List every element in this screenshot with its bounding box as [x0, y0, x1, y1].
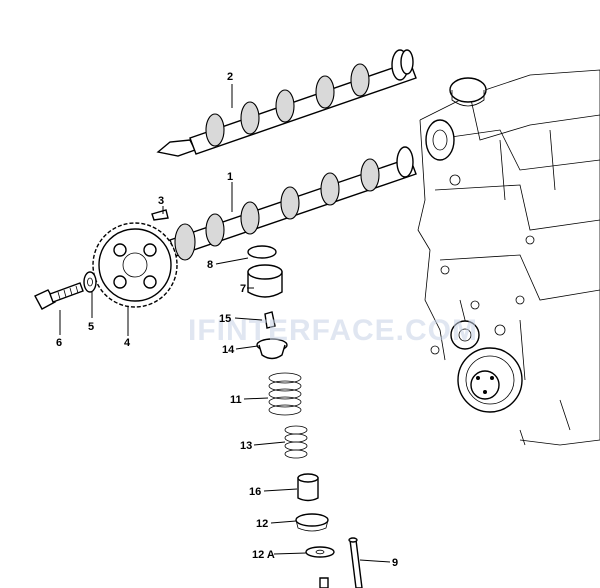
block-sprocket-drawing: [450, 320, 480, 350]
camshaft-sprocket-drawing: [92, 222, 178, 308]
callout-16: 16: [249, 486, 261, 498]
callout-11: 11: [230, 394, 242, 406]
callout-9: 9: [392, 557, 398, 569]
woodruff-key-drawing: [151, 209, 169, 221]
crankshaft-pulley-drawing: [457, 347, 523, 413]
engine-block-drawing: [417, 69, 600, 446]
callout-13: 13: [240, 440, 252, 452]
callout-12: 12: [256, 518, 268, 530]
watermark-text: IFINTERFACE.COM: [188, 314, 478, 347]
camshaft-upper-drawing: [156, 49, 417, 157]
callout-12a: 12 A: [252, 549, 275, 561]
callout-7: 7: [240, 283, 246, 295]
oil-filler-cap-drawing: [449, 77, 487, 103]
callout-8: 8: [207, 259, 213, 271]
callout-2: 2: [227, 71, 233, 83]
callout-leaders: [59, 84, 391, 563]
valve-train-drawing: [247, 245, 363, 588]
callout-6: 6: [56, 337, 62, 349]
callout-1: 1: [227, 171, 233, 183]
callout-4: 4: [124, 337, 131, 349]
callout-15: 15: [219, 313, 231, 325]
callout-14: 14: [222, 344, 235, 356]
washer-drawing: [83, 271, 97, 293]
camshaft-lower-drawing: [169, 146, 417, 261]
outer-valve-spring-drawing: [268, 372, 302, 416]
callout-5: 5: [88, 321, 94, 333]
inner-valve-spring-drawing: [284, 425, 308, 459]
bolt-drawing: [34, 282, 84, 310]
callout-3: 3: [158, 195, 164, 207]
